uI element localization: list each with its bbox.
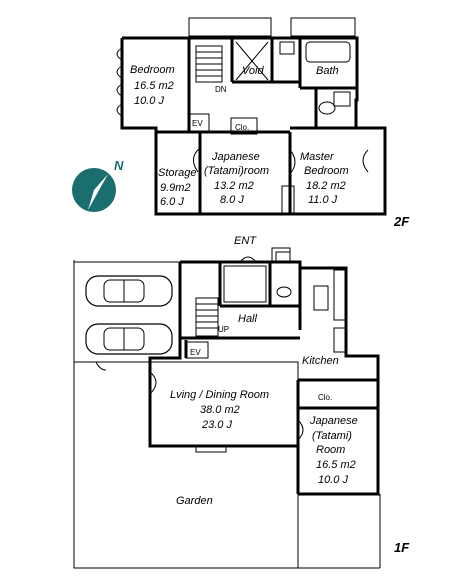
door-swing: [289, 149, 296, 175]
upper-floor-label: 2F: [393, 214, 410, 229]
bedroom-name: Bedroom: [130, 64, 175, 76]
ev-shaft-ground: [185, 341, 209, 359]
storage-area: 9.9m2: [160, 182, 191, 194]
japanese-ground-name2: (Tatami): [312, 430, 352, 442]
storage-mats: 6.0 J: [160, 196, 184, 208]
bedroom-area: 16.5 m2: [134, 80, 174, 92]
fridge: [313, 285, 329, 311]
void-label: Void: [242, 65, 264, 77]
japanese-upper-name1: Japanese: [211, 151, 260, 163]
door-swing: [239, 256, 257, 263]
ground-closet-label: Clo.: [318, 393, 332, 402]
japanese-ground-name3: Room: [316, 444, 345, 456]
toilet-ground: [276, 286, 292, 298]
master-area: 18.2 m2: [306, 180, 346, 192]
balcony-left: [188, 17, 272, 37]
door-swing: [297, 419, 304, 441]
ev-shaft-upper: [188, 113, 210, 133]
compass-label: N: [114, 158, 124, 173]
entrance-steps: [223, 247, 291, 303]
ground-outer-wall-left: [148, 262, 300, 494]
living-window: [195, 445, 227, 453]
upper-floor-plan: Bedroom 16.5 m2 10.0 J Void Bath DN EV C…: [116, 17, 410, 229]
ground-floor-label: 1F: [394, 540, 410, 555]
toilet: [318, 101, 336, 115]
bathtub: [305, 41, 351, 63]
upper-outer-wall: [122, 36, 387, 216]
ground-staircase: [195, 297, 219, 337]
living-mats: 23.0 J: [201, 419, 232, 431]
kitchen-counter: [333, 269, 347, 321]
balcony-right: [290, 17, 356, 37]
upper-staircase: [195, 45, 223, 83]
upper-closet-label: Clo.: [235, 123, 249, 132]
closet-inner: [281, 185, 295, 215]
kitchen-label: Kitchen: [302, 355, 339, 367]
sink: [279, 41, 295, 55]
master-name2: Bedroom: [304, 165, 349, 177]
storage-name: Storage: [158, 167, 197, 179]
bedroom-mats: 10.0 J: [134, 95, 164, 107]
car-bottom: [85, 323, 173, 355]
ground-stair-mark: UP: [218, 325, 229, 334]
basin-ground: [275, 251, 291, 263]
door-swing: [193, 147, 201, 173]
closet-upper-box: [230, 117, 258, 135]
car-top: [85, 275, 173, 307]
wash-basin: [333, 91, 351, 107]
garden-label: Garden: [176, 495, 213, 507]
bath-label: Bath: [316, 65, 339, 77]
ground-floor-plan: ENT Hall UP EV Kitchen Clo. Lving / Dini…: [73, 235, 410, 569]
north-arrow-icon: [88, 174, 108, 210]
living-name: Lving / Dining Room: [170, 389, 269, 401]
kitchen-sink: [333, 327, 347, 353]
living-area: 38.0 m2: [200, 404, 240, 416]
hall-label: Hall: [238, 313, 258, 325]
bedroom-windows: [116, 47, 123, 117]
master-name1: Master: [300, 151, 335, 163]
void-area: [235, 41, 269, 81]
upper-ev-label: EV: [192, 119, 203, 128]
compass: N: [72, 158, 124, 212]
japanese-ground-name1: Japanese: [309, 415, 358, 427]
japanese-upper-name2: (Tatami)room: [204, 165, 269, 177]
japanese-upper-mats: 8.0 J: [220, 194, 244, 206]
japanese-ground-mats: 10.0 J: [318, 474, 348, 486]
door-swing: [362, 149, 369, 173]
ground-ev-label: EV: [190, 348, 201, 357]
door-swing: [95, 361, 107, 371]
entrance-label: ENT: [234, 235, 257, 247]
japanese-ground-area: 16.5 m2: [316, 459, 356, 471]
upper-stair-mark: DN: [215, 85, 227, 94]
japanese-upper-area: 13.2 m2: [214, 180, 254, 192]
master-mats: 11.0 J: [308, 194, 338, 206]
door-swing: [149, 371, 157, 395]
